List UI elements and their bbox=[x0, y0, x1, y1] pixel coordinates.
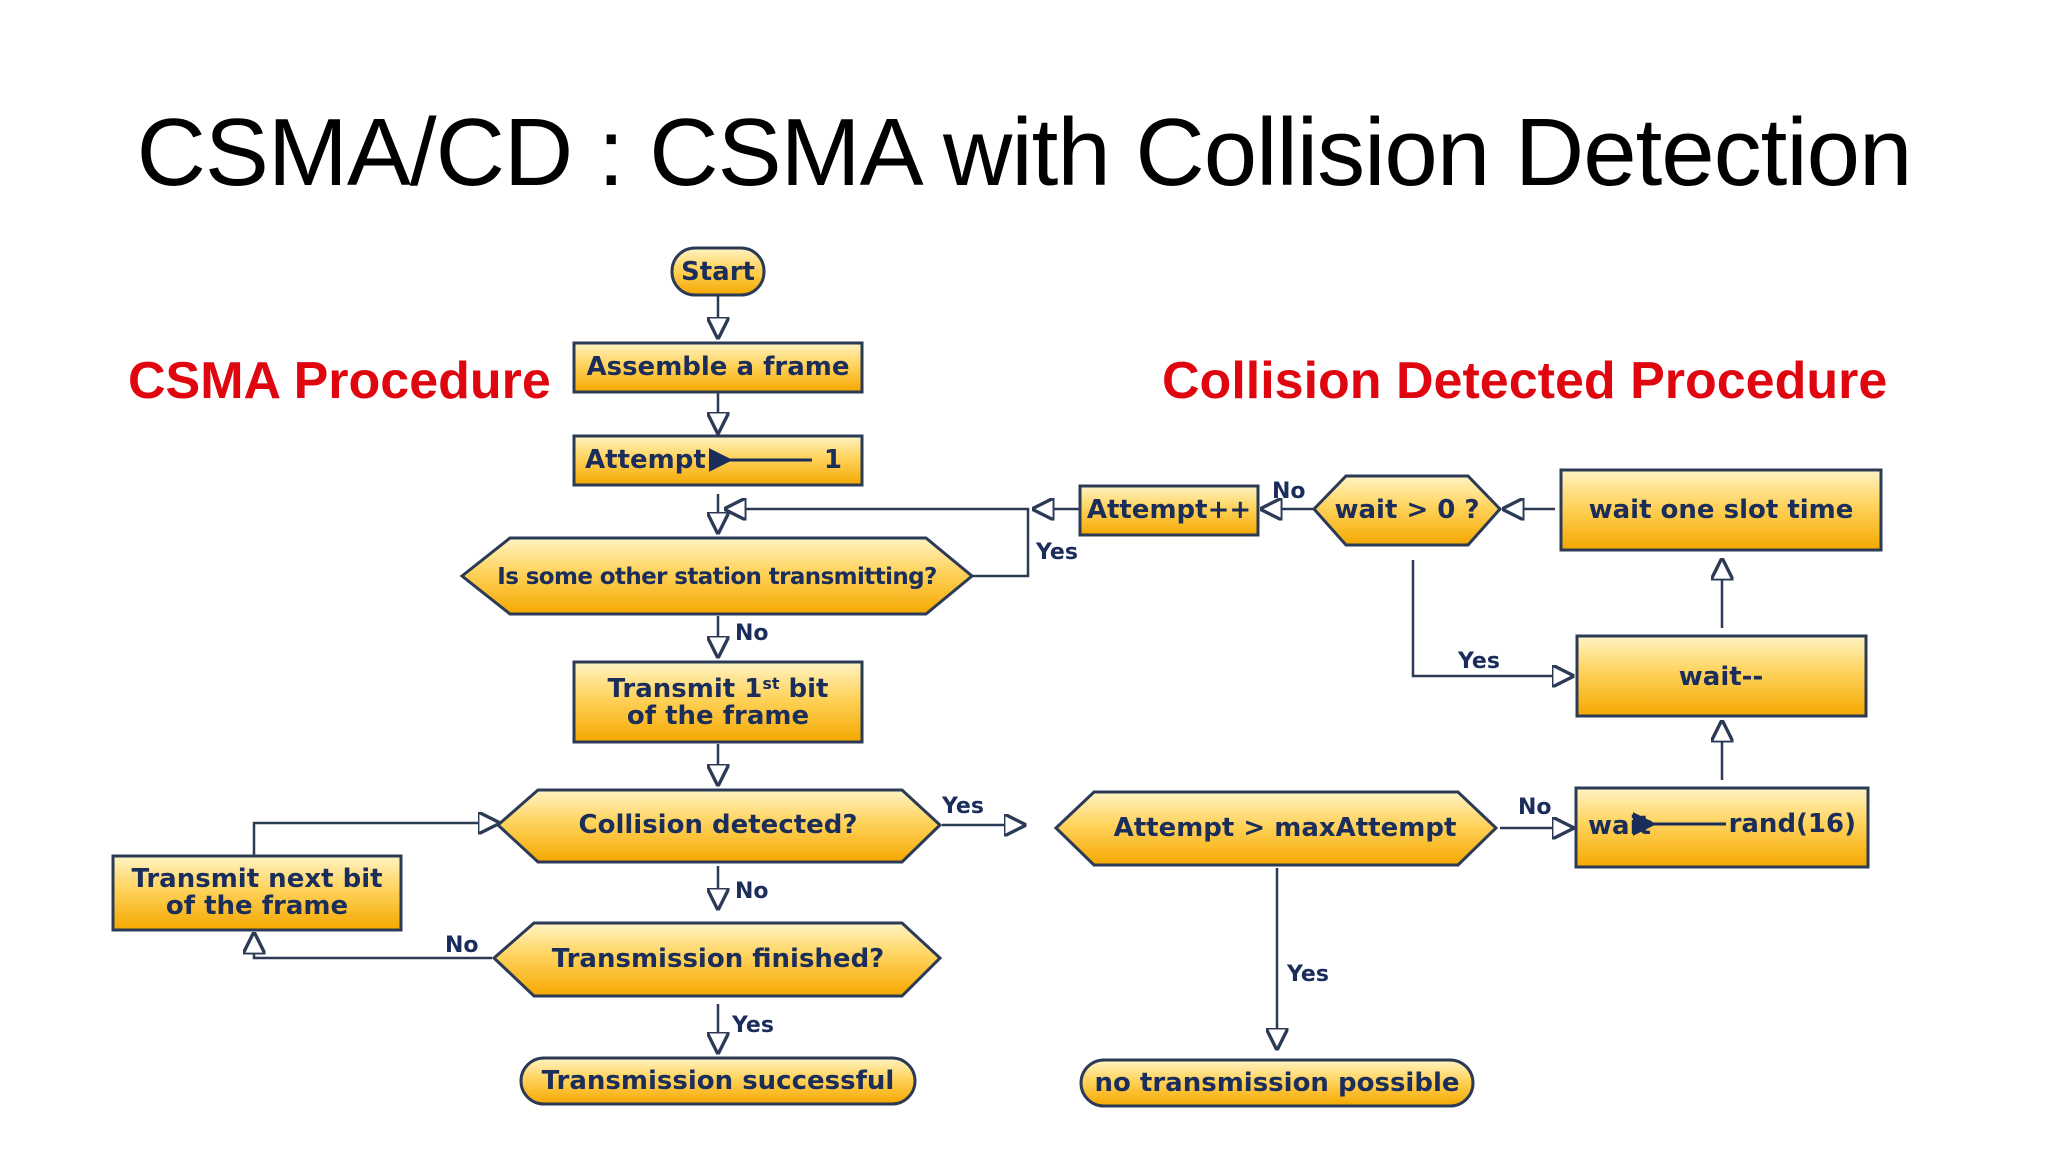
label-yes-collision: Yes bbox=[941, 794, 984, 819]
node-tx-success-text: Transmission successful bbox=[542, 1066, 895, 1096]
node-assemble-text: Assemble a frame bbox=[586, 352, 849, 382]
node-transmit-first-sup: st bbox=[762, 674, 780, 693]
label-no-check: No bbox=[735, 621, 769, 646]
node-wait-rand: wait rand(16) bbox=[1574, 786, 1870, 869]
label-no-maxattempt: No bbox=[1518, 795, 1552, 820]
edge-nextbit-collision bbox=[252, 823, 498, 856]
node-attempt-increment: Attempt++ bbox=[1078, 484, 1260, 537]
node-transmission-successful: Transmission successful bbox=[519, 1056, 917, 1106]
label-yes-check: Yes bbox=[1035, 540, 1078, 565]
node-is-other-transmitting: Is some other station transmitting? bbox=[459, 536, 975, 616]
node-transmit-first-line1: Transmit 1st bit bbox=[608, 674, 829, 704]
node-tx-next-line1: Transmit next bit bbox=[131, 864, 382, 894]
label-yes-waitcheck: Yes bbox=[1457, 649, 1500, 674]
node-no-transmission: no transmission possible bbox=[1079, 1058, 1475, 1108]
node-wait-dec-text: wait-- bbox=[1679, 662, 1764, 692]
node-wait-one-slot: wait one slot time bbox=[1559, 468, 1883, 552]
node-transmit-first-line2: of the frame bbox=[627, 701, 809, 731]
node-wait-slot-text: wait one slot time bbox=[1589, 495, 1854, 525]
node-is-other-text: Is some other station transmitting? bbox=[497, 564, 937, 590]
node-transmit-next-bit: Transmit next bit of the frame bbox=[111, 854, 403, 932]
edge-waitcheck-yes bbox=[1411, 560, 1572, 676]
node-wait-gt0-text: wait > 0 ? bbox=[1334, 495, 1479, 525]
slide-title: CSMA/CD : CSMA with Collision Detection bbox=[136, 99, 1913, 206]
edge-finished-no bbox=[254, 934, 492, 960]
label-yes-finished: Yes bbox=[731, 1013, 774, 1038]
node-transmit-first-b: bit bbox=[779, 674, 828, 704]
label-no-collision: No bbox=[735, 879, 769, 904]
node-assemble-frame: Assemble a frame bbox=[572, 341, 864, 394]
node-attempt-init: Attempt 1 bbox=[572, 434, 864, 487]
node-attempt-inc-text: Attempt++ bbox=[1087, 495, 1251, 525]
node-collision-detected: Collision detected? bbox=[495, 788, 943, 864]
node-no-tx-text: no transmission possible bbox=[1095, 1068, 1460, 1098]
node-attempt-gt-max-text: Attempt > maxAttempt bbox=[1114, 813, 1457, 843]
label-yes-maxattempt: Yes bbox=[1286, 962, 1329, 987]
node-start-text: Start bbox=[681, 257, 755, 287]
node-transmit-first-a: Transmit 1 bbox=[608, 674, 763, 704]
node-tx-next-line2: of the frame bbox=[166, 891, 348, 921]
node-attempt-right: 1 bbox=[824, 445, 842, 475]
edge-labels: Yes No Yes No No Yes No Yes No Yes bbox=[445, 479, 1552, 1038]
node-attempt-gt-max: Attempt > maxAttempt bbox=[1053, 790, 1499, 867]
edges bbox=[254, 295, 1722, 1052]
edge-check-yes-loop bbox=[726, 509, 1030, 578]
node-collision-text: Collision detected? bbox=[579, 810, 858, 840]
node-tx-finished-text: Transmission finished? bbox=[552, 944, 885, 974]
node-wait-decrement: wait-- bbox=[1575, 634, 1868, 718]
node-wait-rand-right: rand(16) bbox=[1729, 809, 1856, 839]
collision-procedure-label: Collision Detected Procedure bbox=[1162, 352, 1888, 410]
label-no-finished: No bbox=[445, 933, 479, 958]
label-no-waitcheck: No bbox=[1272, 479, 1306, 504]
csma-procedure-label: CSMA Procedure bbox=[128, 352, 551, 410]
node-transmit-first-bit: Transmit 1st bit of the frame bbox=[572, 660, 864, 744]
node-wait-greater-zero: wait > 0 ? bbox=[1311, 474, 1503, 547]
node-attempt-left: Attempt bbox=[585, 445, 706, 475]
node-start: Start bbox=[670, 246, 766, 297]
node-transmission-finished: Transmission finished? bbox=[491, 921, 943, 998]
node-wait-rand-left: wait bbox=[1588, 811, 1651, 841]
